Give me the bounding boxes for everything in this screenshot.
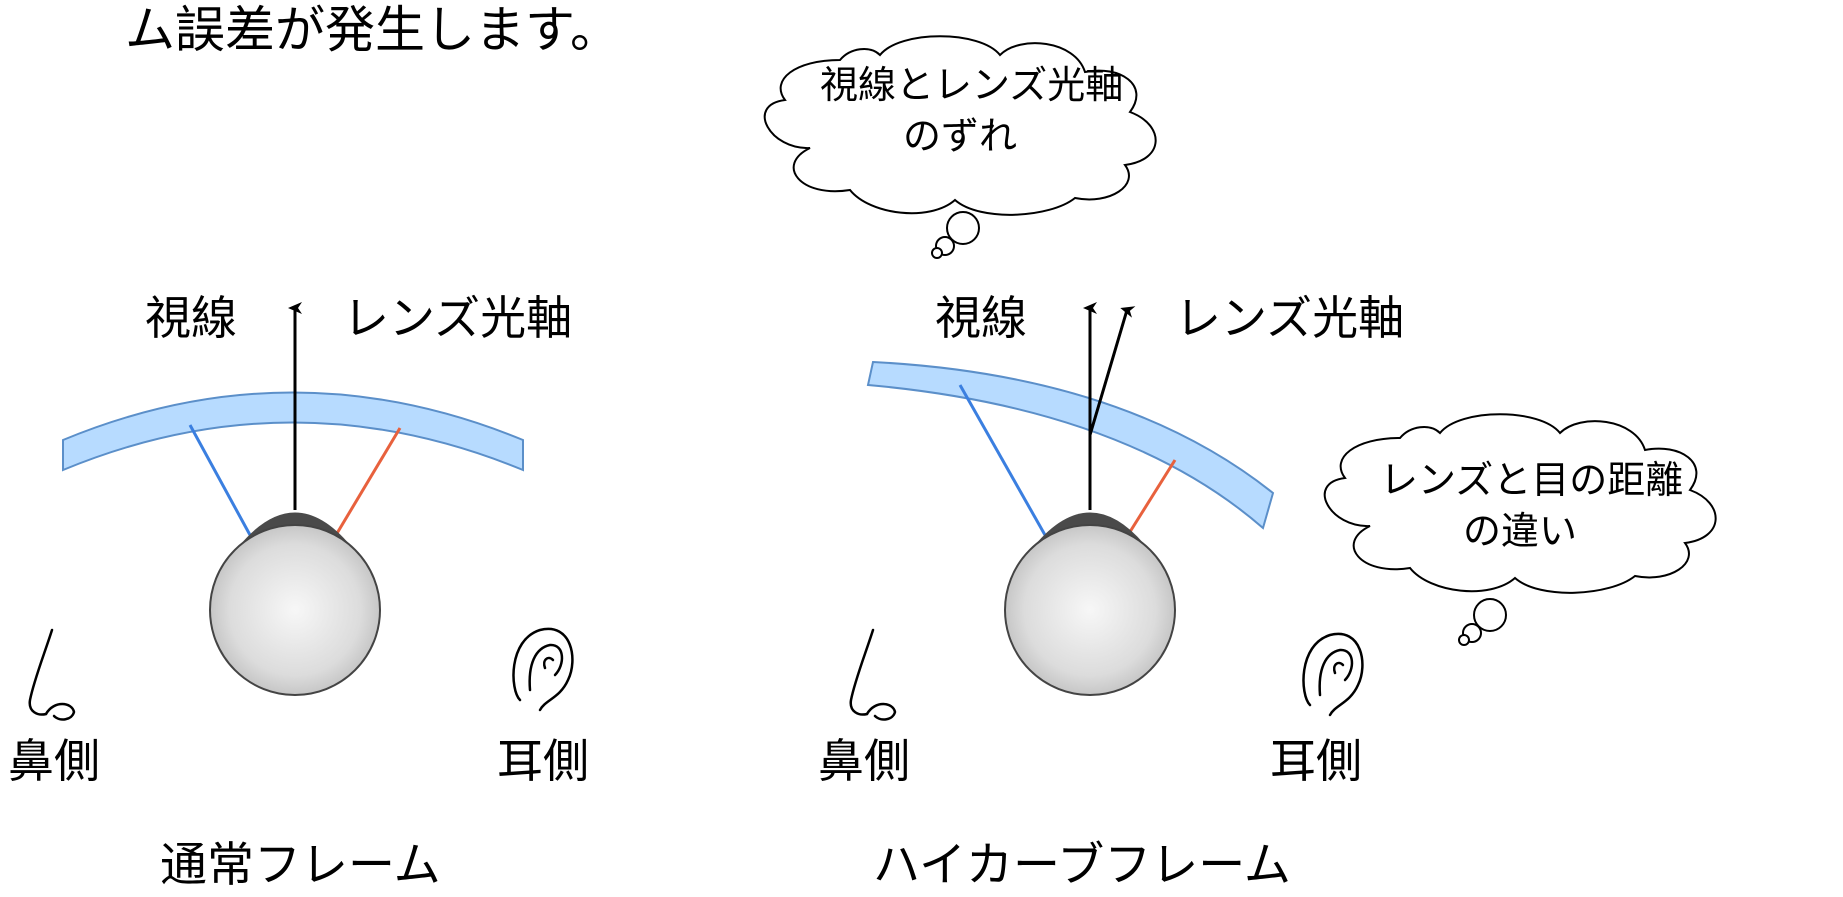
left-axis-label: レンズ光軸 bbox=[343, 291, 573, 345]
left-diagram bbox=[62, 302, 524, 696]
left-nose-icon bbox=[28, 628, 76, 721]
right-lens bbox=[866, 360, 1275, 530]
bubble-gaze-offset-text: 視線とレンズ光軸 のずれ bbox=[820, 60, 1124, 163]
right-nasal-ray bbox=[958, 384, 1047, 536]
right-nose-label: 鼻側 bbox=[818, 734, 910, 788]
left-eyeball bbox=[209, 524, 381, 696]
left-nose-label: 鼻側 bbox=[8, 734, 100, 788]
thought-bubble-distance-diff bbox=[1323, 413, 1717, 646]
bubble-distance-diff-text: レンズと目の距離 の違い bbox=[1380, 455, 1684, 558]
bubble-distance-diff-line2: の違い bbox=[1462, 509, 1577, 554]
bubble-gaze-offset-line1: 視線とレンズ光軸 bbox=[820, 63, 1124, 107]
right-ear-icon bbox=[1302, 632, 1364, 717]
right-axis-label: レンズ光軸 bbox=[1175, 291, 1405, 345]
left-nasal-ray bbox=[188, 424, 252, 536]
right-diagram bbox=[866, 302, 1275, 696]
bubble-gaze-offset-line2: のずれ bbox=[902, 114, 1017, 159]
left-gaze-label: 視線 bbox=[145, 291, 237, 345]
right-caption: ハイカーブフレーム bbox=[873, 838, 1291, 893]
left-lens bbox=[62, 391, 524, 472]
bubble-distance-diff-line1: レンズと目の距離 bbox=[1380, 458, 1684, 502]
left-ear-label: 耳側 bbox=[497, 734, 589, 788]
right-lens-axis-arrow-icon bbox=[1088, 306, 1136, 470]
right-gaze-label: 視線 bbox=[935, 291, 1027, 345]
right-temporal-ray bbox=[1126, 459, 1177, 536]
top-text: ム誤差が発生します。 bbox=[125, 1, 620, 59]
right-eyeball bbox=[1004, 524, 1176, 696]
right-nose-icon bbox=[849, 628, 897, 721]
left-temporal-ray bbox=[334, 427, 402, 536]
left-caption: 通常フレーム bbox=[160, 838, 441, 893]
right-ear-label: 耳側 bbox=[1270, 734, 1362, 788]
left-ear-icon bbox=[512, 627, 574, 712]
thought-bubble-gaze-offset bbox=[763, 35, 1157, 259]
